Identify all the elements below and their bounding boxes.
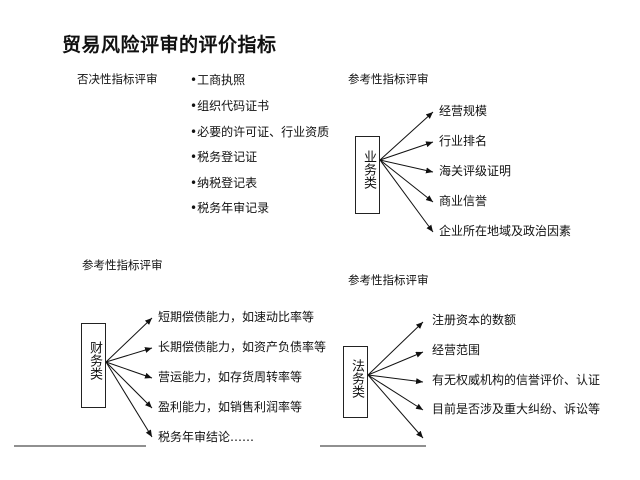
legal-item: 注册资本的数额: [432, 313, 517, 327]
business-arrow: [379, 159, 434, 174]
veto-item: •纳税登记表: [190, 176, 258, 190]
legal-item: 经营范围: [432, 343, 481, 357]
legal-arrow: [367, 374, 424, 385]
finance-item: 长期偿债能力，如资产负债率等: [158, 340, 327, 354]
business-item: 经营规模: [439, 104, 488, 118]
business-category-label: 业务类: [361, 150, 376, 189]
veto-item: •组织代码证书: [190, 99, 270, 113]
business-item: 行业排名: [439, 134, 488, 148]
legal-category-box: [343, 346, 368, 418]
business-arrow: [379, 141, 434, 161]
page-title: 贸易风险评审的评价指标: [62, 34, 277, 56]
business-item: 海关评级证明: [439, 164, 512, 178]
business-arrow: [379, 111, 434, 161]
finance-item: 营运能力，如存货周转率等: [158, 370, 303, 384]
finance-arrow: [105, 361, 153, 438]
veto-item: •必要的许可证、行业资质: [190, 125, 330, 139]
veto-item: •工商执照: [190, 73, 246, 87]
legal-item: 目前是否涉及重大纠纷、诉讼等: [432, 402, 601, 416]
legal-category-label: 法务类: [349, 359, 364, 398]
finance-section-header: 参考性指标评审: [82, 258, 163, 272]
legal-arrow: [367, 351, 424, 376]
finance-arrow: [105, 347, 153, 363]
finance-arrow: [105, 361, 153, 409]
legal-item: 有无权威机构的信誉评价、认证: [432, 373, 601, 387]
veto-item: •税务登记证: [190, 150, 258, 164]
business-section-header: 参考性指标评审: [348, 72, 429, 86]
veto-item: •税务年审记录: [190, 201, 270, 215]
business-item: 商业信誉: [439, 194, 488, 208]
legal-arrow: [367, 321, 424, 376]
finance-item: 盈利能力，如销售利润率等: [158, 400, 303, 414]
finance-arrow: [105, 361, 153, 379]
business-arrow: [379, 159, 434, 203]
legal-arrow: [367, 374, 424, 439]
business-arrow: [379, 159, 434, 233]
finance-category-label: 财务类: [87, 341, 102, 380]
finance-arrow: [105, 317, 153, 363]
finance-category-box: [81, 323, 106, 408]
finance-item: 税务年审结论……: [158, 430, 255, 444]
finance-item: 短期偿债能力，如速动比率等: [158, 310, 315, 324]
business-item: 企业所在地域及政治因素: [439, 224, 572, 238]
business-category-box: [355, 136, 380, 214]
legal-arrow: [367, 374, 424, 411]
legal-section-header: 参考性指标评审: [348, 273, 429, 287]
veto-section-header: 否决性指标评审: [77, 72, 158, 86]
